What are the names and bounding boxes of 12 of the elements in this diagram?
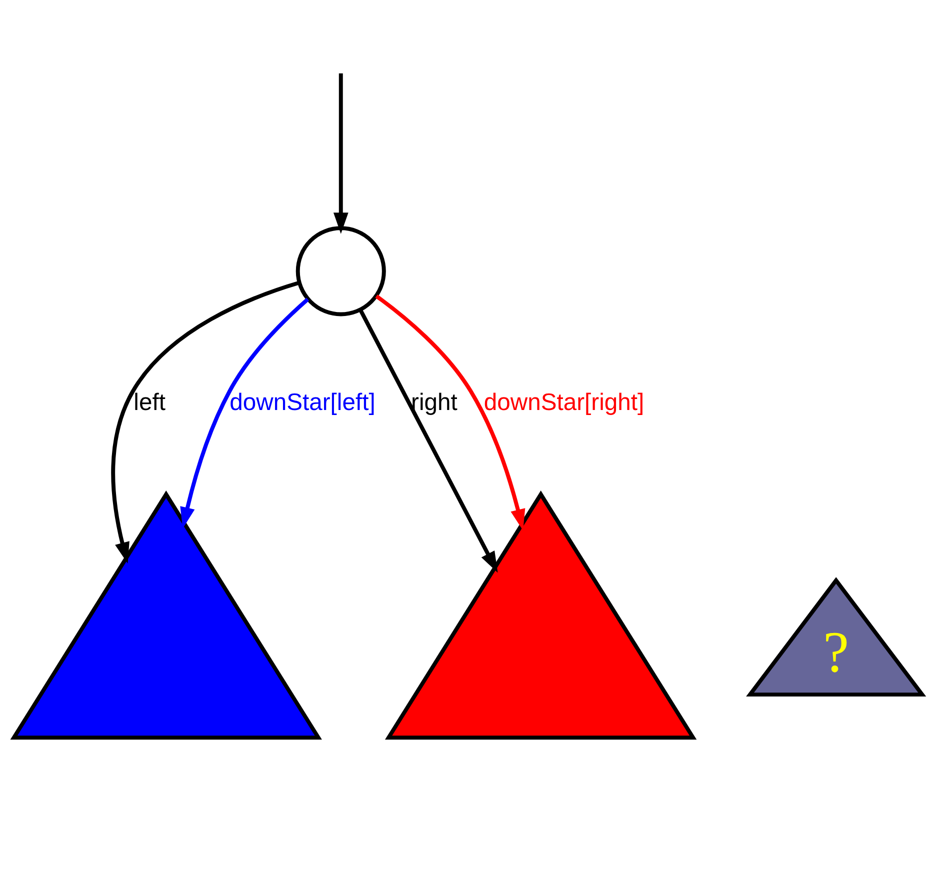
edge-label: downStar[right]: [484, 389, 644, 416]
arrow: [358, 309, 498, 573]
edge-label: downStar[left]: [230, 389, 376, 416]
arrow: [180, 298, 310, 529]
arrow: [111, 280, 300, 564]
arrow: [333, 73, 348, 234]
node-triangle: [384, 490, 697, 740]
edge-label: left: [134, 389, 166, 416]
node-triangle: [10, 490, 322, 740]
arrow: [375, 294, 526, 530]
edge-label: right: [411, 389, 458, 416]
node-circle: [296, 226, 386, 316]
